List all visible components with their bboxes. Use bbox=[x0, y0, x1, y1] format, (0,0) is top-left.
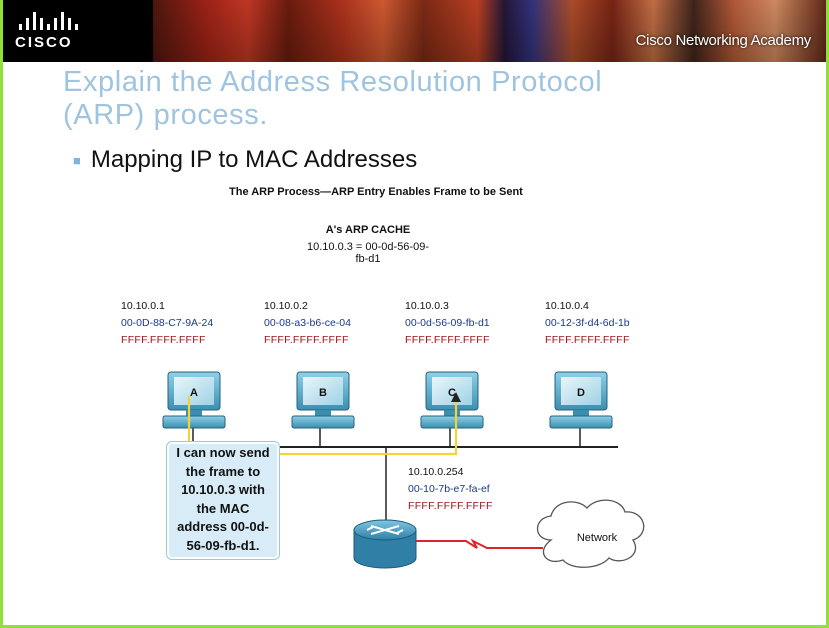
router-broadcast: FFFF.FFFF.FFFF bbox=[408, 500, 493, 512]
network-diagram: A B C D bbox=[162, 371, 645, 569]
cisco-logo-text: CISCO bbox=[15, 34, 73, 51]
host-ip: 10.10.0.3 bbox=[405, 300, 449, 312]
host-mac: 00-12-3f-d4-6d-1b bbox=[545, 317, 630, 329]
host-mac: 00-0D-88-C7-9A-24 bbox=[121, 317, 214, 329]
callout-line: I can now send bbox=[176, 445, 270, 460]
callout-line: address 00-0d- bbox=[177, 519, 269, 534]
host-mac: 00-0d-56-09-fb-d1 bbox=[405, 317, 490, 329]
bullet-square-icon: ■ bbox=[73, 153, 81, 169]
host-a-info: 10.10.0.1 00-0D-88-C7-9A-24 FFFF.FFFF.FF… bbox=[121, 298, 213, 349]
router-mac: 00-10-7b-e7-fa-ef bbox=[408, 483, 490, 495]
header-banner: CISCO Cisco Networking Academy bbox=[3, 0, 826, 62]
banner-photo bbox=[153, 0, 826, 62]
host-ip: 10.10.0.1 bbox=[121, 300, 165, 312]
academy-text: Cisco Networking Academy bbox=[635, 32, 812, 49]
pc-label-d: D bbox=[577, 387, 585, 399]
network-label: Network bbox=[577, 532, 618, 544]
cisco-bars-icon bbox=[19, 12, 85, 30]
host-broadcast: FFFF.FFFF.FFFF bbox=[545, 334, 630, 346]
title-line-1: Explain the Address Resolution Protocol bbox=[63, 66, 603, 98]
arp-cache-title: A's ARP CACHE bbox=[325, 224, 411, 236]
callout-line: the MAC bbox=[196, 500, 250, 516]
host-c-info: 10.10.0.3 00-0d-56-09-fb-d1 FFFF.FFFF.FF… bbox=[405, 298, 490, 349]
host-broadcast: FFFF.FFFF.FFFF bbox=[405, 334, 490, 346]
callout-line: 10.10.0.3 with bbox=[181, 482, 265, 497]
router-ip: 10.10.0.254 bbox=[408, 466, 464, 478]
diagram-caption: The ARP Process—ARP Entry Enables Frame … bbox=[229, 186, 523, 198]
callout-box: I can now send the frame to 10.10.0.3 wi… bbox=[166, 441, 280, 560]
pc-label-a: A bbox=[190, 387, 198, 399]
router-info: 10.10.0.254 00-10-7b-e7-fa-ef FFFF.FFFF.… bbox=[408, 464, 493, 515]
wan-link bbox=[416, 538, 543, 549]
pc-label-c: C bbox=[448, 387, 456, 399]
host-d-info: 10.10.0.4 00-12-3f-d4-6d-1b FFFF.FFFF.FF… bbox=[545, 298, 630, 349]
arrow-up-icon bbox=[451, 392, 461, 402]
pc-label-b: B bbox=[319, 387, 327, 399]
host-mac: 00-08-a3-b6-ce-04 bbox=[264, 317, 351, 329]
bullet-item: ■ Mapping IP to MAC Addresses bbox=[73, 146, 417, 174]
slide-title: Explain the Address Resolution Protocol … bbox=[63, 66, 763, 132]
host-broadcast: FFFF.FFFF.FFFF bbox=[121, 334, 206, 346]
arp-cache-entry: 10.10.0.3 = 00-0d-56-09-fb-d1 bbox=[306, 241, 429, 265]
arp-cache: A's ARP CACHE 10.10.0.3 = 00-0d-56-09-fb… bbox=[303, 224, 433, 265]
host-ip: 10.10.0.2 bbox=[264, 300, 308, 312]
host-ip: 10.10.0.4 bbox=[545, 300, 589, 312]
callout-line: 56-09-fb-d1. bbox=[186, 537, 260, 553]
title-line-2: (ARP) process. bbox=[63, 99, 268, 131]
router-icon bbox=[353, 519, 417, 569]
callout-line: the frame to bbox=[185, 463, 261, 479]
bullet-text: Mapping IP to MAC Addresses bbox=[90, 146, 418, 173]
computer-a-icon: A bbox=[162, 371, 226, 429]
host-broadcast: FFFF.FFFF.FFFF bbox=[264, 334, 349, 346]
host-b-info: 10.10.0.2 00-08-a3-b6-ce-04 FFFF.FFFF.FF… bbox=[264, 298, 351, 349]
computer-b-icon: B bbox=[291, 371, 355, 429]
computer-c-icon: C bbox=[420, 371, 484, 429]
frame-path bbox=[187, 396, 458, 456]
computer-d-icon: D bbox=[549, 371, 613, 429]
cloud-icon: Network bbox=[536, 499, 645, 568]
cisco-logo: CISCO bbox=[15, 12, 85, 52]
